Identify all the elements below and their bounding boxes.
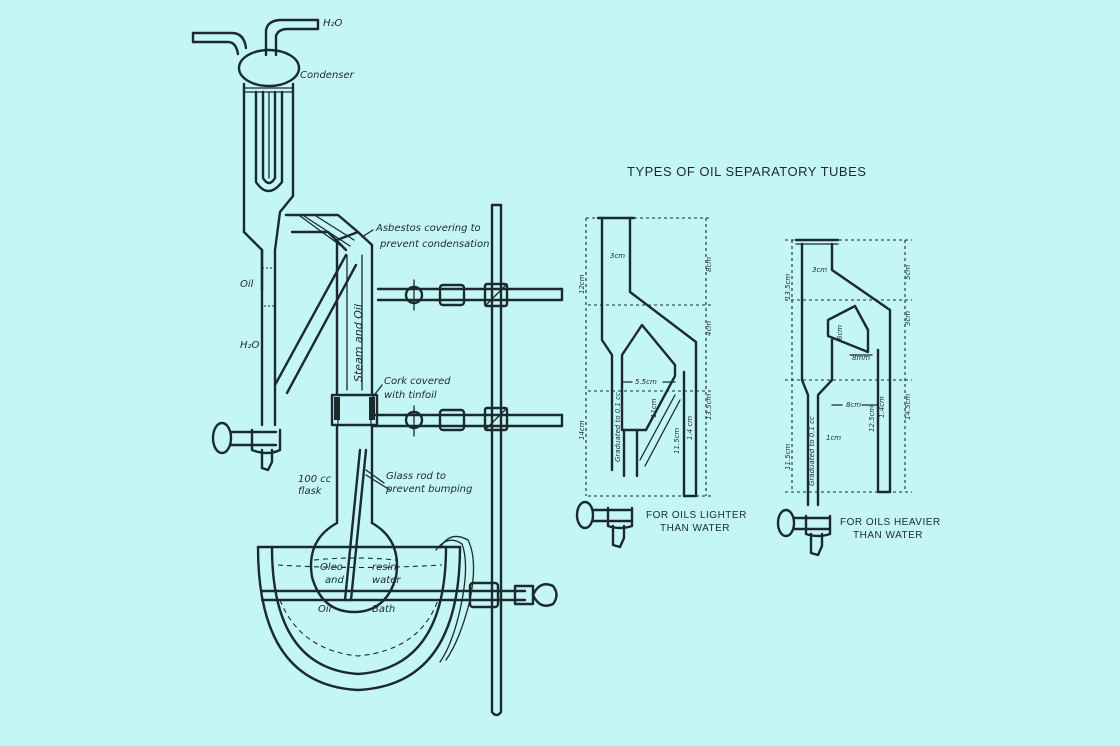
label-and: and xyxy=(325,575,344,586)
receiver-arm xyxy=(211,213,360,472)
dim-right-top: 8cm xyxy=(705,257,713,272)
label-resin: resin xyxy=(372,562,397,573)
lower-clamp xyxy=(370,405,564,437)
caption-lighter-1: FOR OILS LIGHTER xyxy=(646,510,747,521)
label-bath: Bath xyxy=(372,604,395,615)
caption-heavier-1: FOR OILS HEAVIER xyxy=(840,517,941,528)
label-cork-2: with tinfoil xyxy=(384,390,437,401)
dim-graduation-2: Graduated to 0.1 cc xyxy=(808,416,816,486)
caption-heavier-2: THAN WATER xyxy=(853,530,923,541)
dim-arm-gap: 5.5cm xyxy=(635,378,657,386)
oil-bath xyxy=(256,535,475,692)
label-oleo: Oleo- xyxy=(320,562,347,573)
label-oil-bath: Oil xyxy=(318,604,332,615)
tube-heavier: 3cm 6cm 8mm Graduated to 0.1 cc 13.5cm 1… xyxy=(776,238,912,557)
label-rod-1: Glass rod to xyxy=(386,471,446,482)
dim-left-top-2: 13.5cm xyxy=(784,274,792,300)
label-rod-2: prevent bumping xyxy=(385,484,472,495)
steam-column xyxy=(330,230,379,427)
label-water-flask: water xyxy=(372,575,401,586)
dim-inner-b-2: 12.5cm xyxy=(868,406,876,432)
dim-inner-a-2: 8cm xyxy=(846,401,861,409)
dim-left-bottom-2: 11.5cm xyxy=(784,444,792,470)
leader-lines xyxy=(361,229,385,484)
section-title: TYPES OF OIL SEPARATORY TUBES xyxy=(627,164,866,179)
stand-rod xyxy=(490,203,503,717)
dim-right-bottom-2: 14.5cm xyxy=(904,394,912,420)
upper-clamp xyxy=(376,279,564,311)
dim-right-top-2: 5cm xyxy=(904,265,912,280)
dim-inner-a: 11cm xyxy=(650,398,658,418)
dim-small-2: 1cm xyxy=(826,434,841,442)
dim-right-mid: 4cm xyxy=(705,321,713,336)
tube-lighter: 3cm 5.5cm 12cm 14cm 8cm 4cm 13.5cm Gradu… xyxy=(575,216,713,549)
dim-inner-b: 11.5cm xyxy=(673,428,681,454)
dim-small-3: 1.4cm xyxy=(878,396,886,418)
dim-graduation: Graduated to 0.1 cc xyxy=(614,392,622,462)
label-asbestos-1: Asbestos covering to xyxy=(375,223,481,234)
label-flask-1: 100 cc xyxy=(298,474,332,485)
dim-neck: 8mm xyxy=(852,354,870,362)
label-steam-and-oil: Steam and Oil xyxy=(352,304,365,382)
label-flask-2: flask xyxy=(298,486,323,497)
label-cork-1: Cork covered xyxy=(384,376,451,387)
caption-lighter-2: THAN WATER xyxy=(660,523,730,534)
dim-small: 1.4 cm xyxy=(686,416,694,440)
dim-right-bottom: 13.5cm xyxy=(705,394,713,420)
dim-left-top: 12cm xyxy=(578,274,586,294)
main-labels: H₂O Condenser Asbestos covering to preve… xyxy=(240,18,489,615)
label-condenser: Condenser xyxy=(300,70,355,81)
label-oil-layer: Oil xyxy=(240,279,254,290)
dim-left-bottom: 14cm xyxy=(578,420,586,440)
bath-clamp xyxy=(260,581,558,609)
label-water-layer: H₂O xyxy=(240,340,260,351)
condenser xyxy=(191,18,320,292)
label-asbestos-2: prevent condensation xyxy=(379,239,489,250)
dim-bulb: 6cm xyxy=(836,325,844,340)
dim-top-width-2: 3cm xyxy=(812,266,827,274)
dim-right-mid-2: 3cm xyxy=(904,311,912,326)
label-water-outlet: H₂O xyxy=(323,18,343,29)
dim-top-width: 3cm xyxy=(610,252,625,260)
